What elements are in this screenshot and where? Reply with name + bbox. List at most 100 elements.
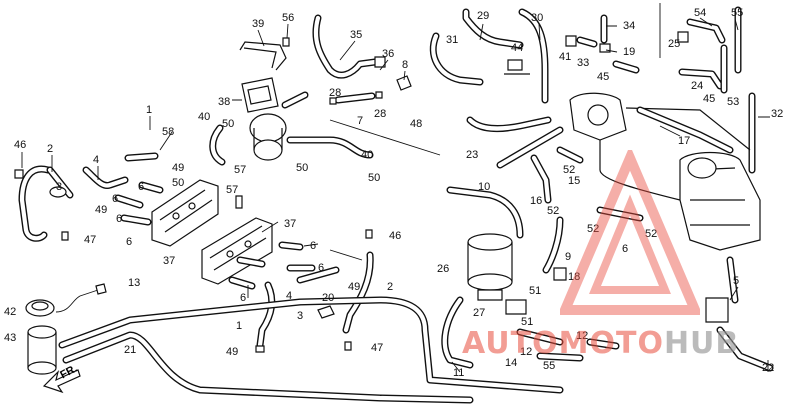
callout-label: 8 (402, 59, 409, 71)
callout-label: 49 (172, 162, 185, 174)
callout-label: 26 (437, 263, 450, 275)
watermark-triangle-icon (560, 150, 700, 315)
callout-label: 6 (138, 181, 145, 193)
callout-label: 47 (84, 234, 97, 246)
callout-label: 3 (56, 181, 63, 193)
callout-label: 39 (252, 18, 265, 30)
part-13-pipe (58, 296, 564, 394)
callout-label: 54 (694, 7, 707, 19)
callout-label: 1 (236, 320, 243, 332)
callout-label: 25 (668, 38, 681, 50)
callout-label: 56 (282, 12, 295, 24)
callout-label: 44 (511, 42, 524, 54)
part-31-hose (429, 32, 484, 86)
watermark-logo: AUTOMOTOHUB (462, 326, 739, 361)
callout-label: 20 (322, 292, 335, 304)
callout-label: 40 (361, 149, 374, 161)
watermark-text-part1: AUTOMOTO (462, 326, 664, 361)
callout-label: 21 (124, 344, 137, 356)
part-4-hose-left (82, 152, 159, 189)
callout-label: 36 (382, 48, 395, 60)
part-27-bracket (505, 299, 527, 315)
callout-label: 52 (563, 164, 576, 176)
callout-label: 32 (771, 108, 784, 120)
callout-label: 24 (691, 80, 704, 92)
part-18-valve (553, 267, 567, 281)
intake-assembly (569, 92, 761, 251)
part-5-valve (705, 256, 739, 323)
callout-label: 13 (128, 277, 141, 289)
parts-41-33-34-fittings (565, 14, 640, 74)
part-2-hose-left (14, 165, 74, 242)
part-30-hose (518, 8, 549, 104)
part-38-valve-assembly (209, 77, 374, 166)
callout-label: 41 (559, 51, 572, 63)
callout-label: 11 (453, 367, 465, 379)
callout-label: 49 (226, 346, 239, 358)
callout-label: 23 (466, 149, 479, 161)
callout-label: 45 (703, 93, 716, 105)
callout-label: 15 (568, 175, 581, 187)
callout-label: 52 (547, 205, 560, 217)
callout-label: 42 (4, 306, 17, 318)
callout-label: 49 (95, 204, 108, 216)
callout-label: 55 (731, 7, 744, 19)
part-6-hoses-left (114, 181, 164, 226)
part-1-pipe (255, 281, 276, 353)
fr-arrow (42, 369, 81, 394)
callout-label: 50 (296, 162, 309, 174)
callout-label: 22 (762, 362, 775, 374)
callout-label: 2 (47, 143, 54, 155)
part-44-valve (504, 59, 530, 75)
part-22-hose (716, 326, 774, 372)
part-46-bolt-line (329, 249, 363, 261)
callout-label: 52 (587, 223, 600, 235)
callout-label: 6 (622, 243, 629, 255)
callout-label: 18 (568, 271, 581, 283)
callout-label: 12 (576, 330, 589, 342)
callout-label: 28 (374, 108, 387, 120)
callout-label: 33 (577, 57, 590, 69)
callout-label: 1 (146, 104, 153, 116)
callout-label: 10 (478, 181, 491, 193)
callout-label: 50 (172, 177, 185, 189)
callout-label: 52 (645, 228, 658, 240)
callout-label: 28 (329, 87, 342, 99)
callout-label: 6 (318, 262, 325, 274)
callout-label: 9 (565, 251, 572, 263)
callout-label: 46 (389, 230, 402, 242)
callout-label: 51 (529, 285, 542, 297)
part-35-hose (312, 14, 412, 91)
callout-label: 29 (477, 10, 490, 22)
callout-label: 37 (284, 218, 297, 230)
inset-parts (677, 6, 742, 94)
callout-label: 30 (531, 12, 544, 24)
callout-label: 47 (371, 342, 384, 354)
part-11-pipe (441, 296, 474, 369)
callout-label: 34 (623, 20, 636, 32)
part-37-manifold-upper (151, 179, 219, 247)
part-16-hose (530, 146, 584, 204)
part-2-hose-center (296, 229, 374, 351)
part-26-tank (467, 233, 513, 301)
callout-label: 46 (14, 139, 27, 151)
callout-label: 5 (733, 275, 740, 287)
part-43-canister (27, 325, 57, 375)
callout-label: 6 (240, 292, 247, 304)
leader-lines (21, 17, 770, 373)
callout-label: 27 (473, 307, 486, 319)
callout-label: 31 (446, 34, 459, 46)
part-12-hoses (516, 328, 620, 362)
part-10-pipe (446, 126, 564, 239)
part-6-hose-right (596, 206, 644, 222)
callout-label: 35 (350, 29, 363, 41)
part-21-pipe (62, 331, 474, 404)
callout-label: 17 (678, 135, 691, 147)
callout-label: 6 (126, 236, 133, 248)
callout-label: 2 (387, 281, 394, 293)
callout-label: 38 (218, 96, 231, 108)
watermark-text-part2: HUB (663, 326, 740, 361)
part-23-hose (466, 116, 552, 132)
